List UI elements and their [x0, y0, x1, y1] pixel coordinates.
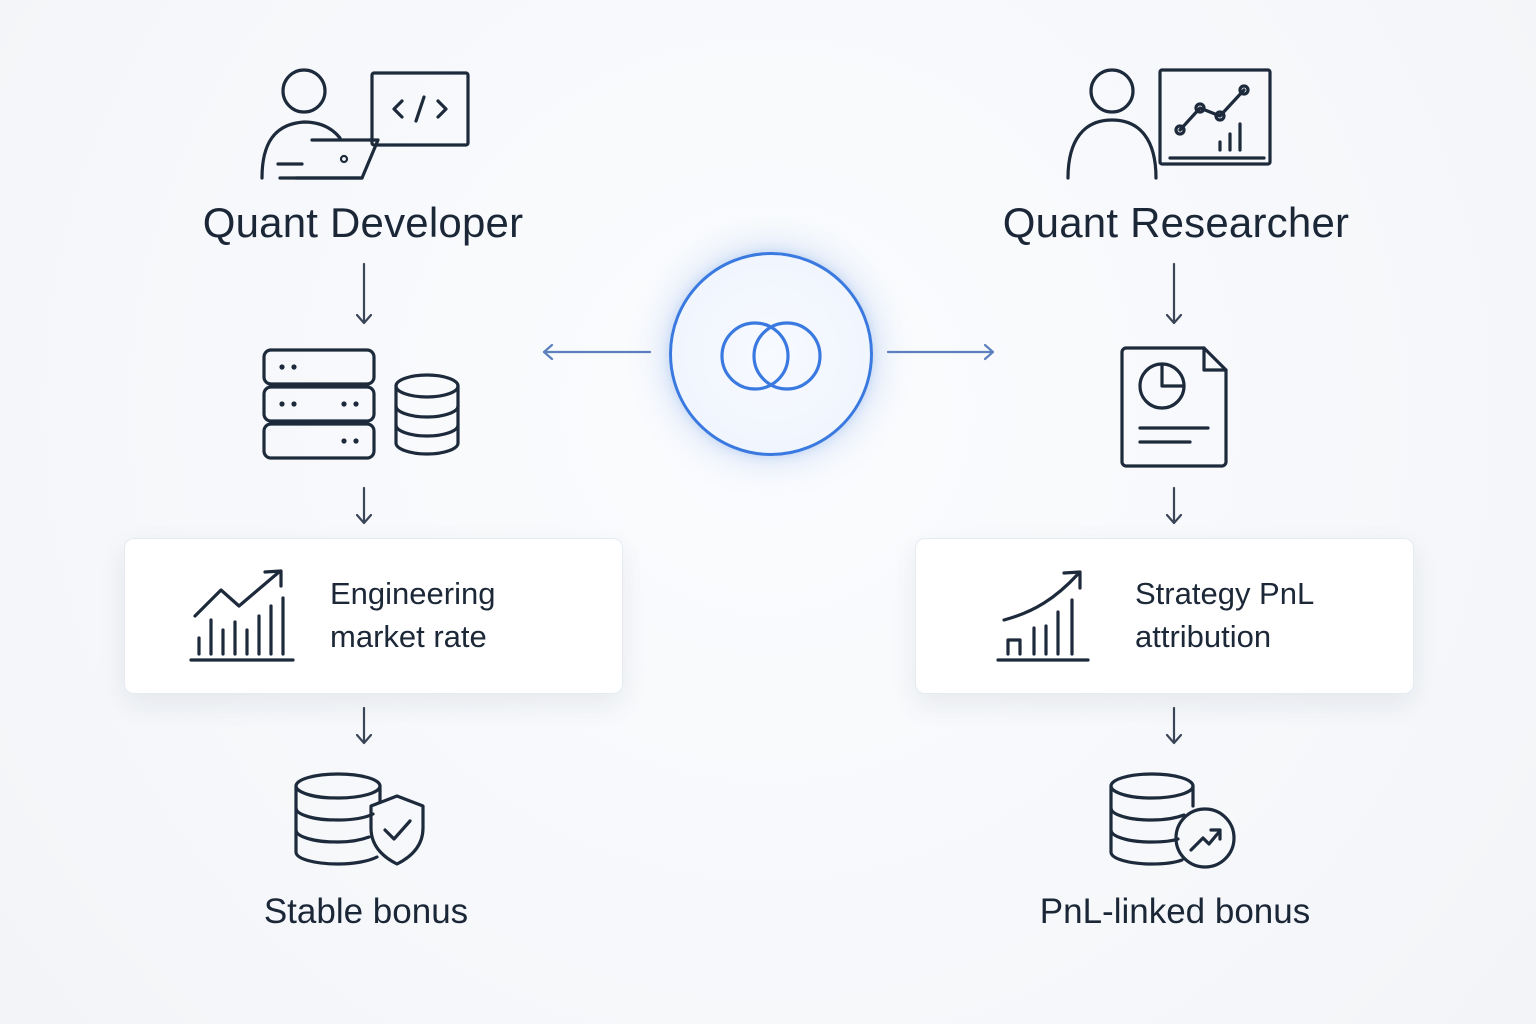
growth-chart-icon: [187, 568, 297, 664]
coins-with-growth-badge-icon: [1108, 772, 1240, 870]
left-card-text: Engineering market rate: [330, 572, 495, 658]
hub-arrow-left: [540, 340, 654, 369]
left-card-line-1: Engineering: [330, 576, 496, 611]
right-arrow-down-3: [1162, 706, 1186, 751]
left-card-line-2: market rate: [330, 619, 487, 654]
report-document-icon: [1120, 344, 1230, 468]
left-role-title: Quant Developer: [202, 199, 524, 246]
hub-arrow-right: [884, 340, 998, 369]
left-bottom-label: Stable bonus: [263, 892, 469, 931]
right-arrow-down-2: [1162, 486, 1186, 531]
right-card-line-1: Strategy PnL: [1135, 576, 1315, 611]
right-card-line-2: attribution: [1135, 619, 1272, 654]
left-arrow-down-1: [352, 262, 376, 331]
right-arrow-down-1: [1162, 262, 1186, 331]
right-role-title: Quant Researcher: [1002, 199, 1350, 246]
right-bottom-label: PnL-linked bonus: [1039, 892, 1311, 931]
coins-with-shield-icon: [293, 772, 429, 868]
overlapping-circles-icon: [719, 319, 823, 393]
left-arrow-down-2: [352, 486, 376, 531]
server-and-database-icon: [262, 348, 462, 460]
developer-with-laptop-icon: [252, 64, 476, 188]
left-info-card: Engineering market rate: [124, 538, 623, 694]
researcher-with-chart-icon: [1064, 66, 1276, 184]
left-arrow-down-3: [352, 706, 376, 751]
growth-chart-icon: [994, 568, 1094, 664]
right-info-card: Strategy PnL attribution: [915, 538, 1414, 694]
right-card-text: Strategy PnL attribution: [1135, 572, 1314, 658]
central-hub: [669, 252, 873, 456]
